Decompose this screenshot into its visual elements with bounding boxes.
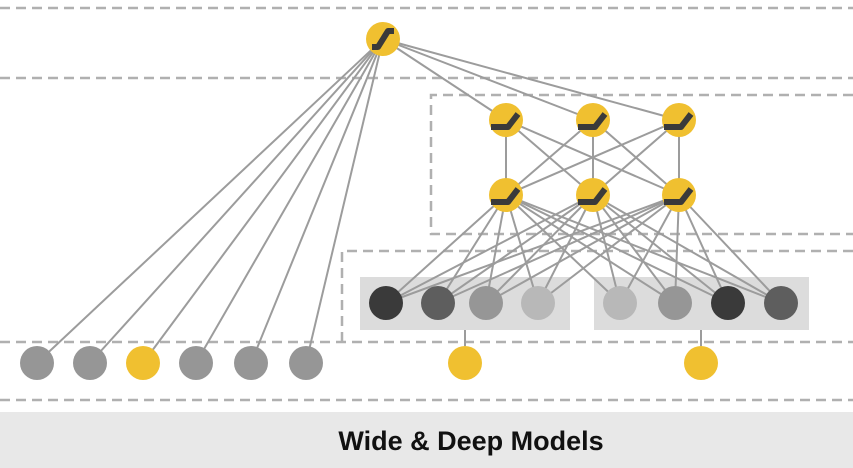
diagram-caption: Wide & Deep Models: [338, 426, 604, 456]
edge-embedding-to-hidden: [592, 194, 676, 304]
wide-input-node: [179, 346, 213, 380]
edge-hidden-to-output: [382, 38, 680, 121]
wide-input-node: [289, 346, 323, 380]
embedding-node: [521, 286, 555, 320]
wide-input-node: [73, 346, 107, 380]
edge-embedding-to-hidden: [485, 194, 594, 304]
embedding-node: [421, 286, 455, 320]
relu-activation-icon: [491, 187, 521, 205]
edge-embedding-to-hidden: [505, 194, 729, 304]
edge-wide-to-output: [36, 38, 384, 364]
sigmoid-activation-icon: [372, 28, 394, 50]
hidden-1-node: [489, 178, 523, 212]
wide-input-node: [126, 346, 160, 380]
edge-wide-to-output: [89, 38, 384, 364]
hidden-2-node: [489, 103, 523, 137]
edge-embedding-to-hidden: [385, 194, 680, 304]
caption-bar: [0, 412, 853, 468]
embedding-node: [469, 286, 503, 320]
embedding-node: [603, 286, 637, 320]
sparse-input-node: [448, 346, 482, 380]
wide-input-node: [20, 346, 54, 380]
relu-activation-icon: [491, 112, 521, 130]
edge-embedding-to-hidden: [678, 194, 782, 304]
edge-embedding-to-hidden: [592, 194, 729, 304]
edge-embedding-to-hidden: [674, 194, 680, 304]
embedding-node: [764, 286, 798, 320]
relu-activation-icon: [578, 112, 608, 130]
hidden-1-node: [576, 178, 610, 212]
relu-activation-icon: [664, 187, 694, 205]
edge-embedding-to-hidden: [619, 194, 680, 304]
edge-embedding-to-hidden: [437, 194, 594, 304]
edge-embedding-to-hidden: [505, 194, 621, 304]
edge-embedding-to-hidden: [505, 194, 782, 304]
relu-activation-icon: [578, 187, 608, 205]
edge-embedding-to-hidden: [537, 194, 680, 304]
edge-embedding-to-hidden: [678, 194, 729, 304]
edge-embedding-to-hidden: [485, 194, 680, 304]
edge-wide-to-output: [195, 38, 384, 364]
edge-hidden-to-hidden: [505, 119, 680, 196]
embedding-node: [711, 286, 745, 320]
relu-activation-icon: [664, 112, 694, 130]
edge-embedding-to-hidden: [485, 194, 507, 304]
edge-embedding-to-hidden: [437, 194, 507, 304]
edge-hidden-to-hidden: [592, 119, 680, 196]
edge-embedding-to-hidden: [385, 194, 507, 304]
edge-embedding-to-hidden: [505, 194, 676, 304]
edge-hidden-to-output: [382, 38, 507, 121]
embedding-node: [658, 286, 692, 320]
hidden-2-node: [662, 103, 696, 137]
edge-embedding-to-hidden: [505, 194, 539, 304]
edge-embedding-to-hidden: [385, 194, 594, 304]
edge-wide-to-output: [305, 38, 384, 364]
hidden-2-node: [576, 103, 610, 137]
wide-input-node: [234, 346, 268, 380]
edge-wide-to-output: [250, 38, 384, 364]
sparse-input-node: [684, 346, 718, 380]
edge-embedding-to-hidden: [592, 194, 621, 304]
hidden-1-node: [662, 178, 696, 212]
edge-embedding-to-hidden: [592, 194, 782, 304]
edge-embedding-to-hidden: [537, 194, 594, 304]
edge-embedding-to-hidden: [437, 194, 680, 304]
embedding-node: [369, 286, 403, 320]
edge-hidden-to-output: [382, 38, 594, 121]
edge-wide-to-output: [142, 38, 384, 364]
edge-hidden-to-hidden: [505, 119, 594, 196]
